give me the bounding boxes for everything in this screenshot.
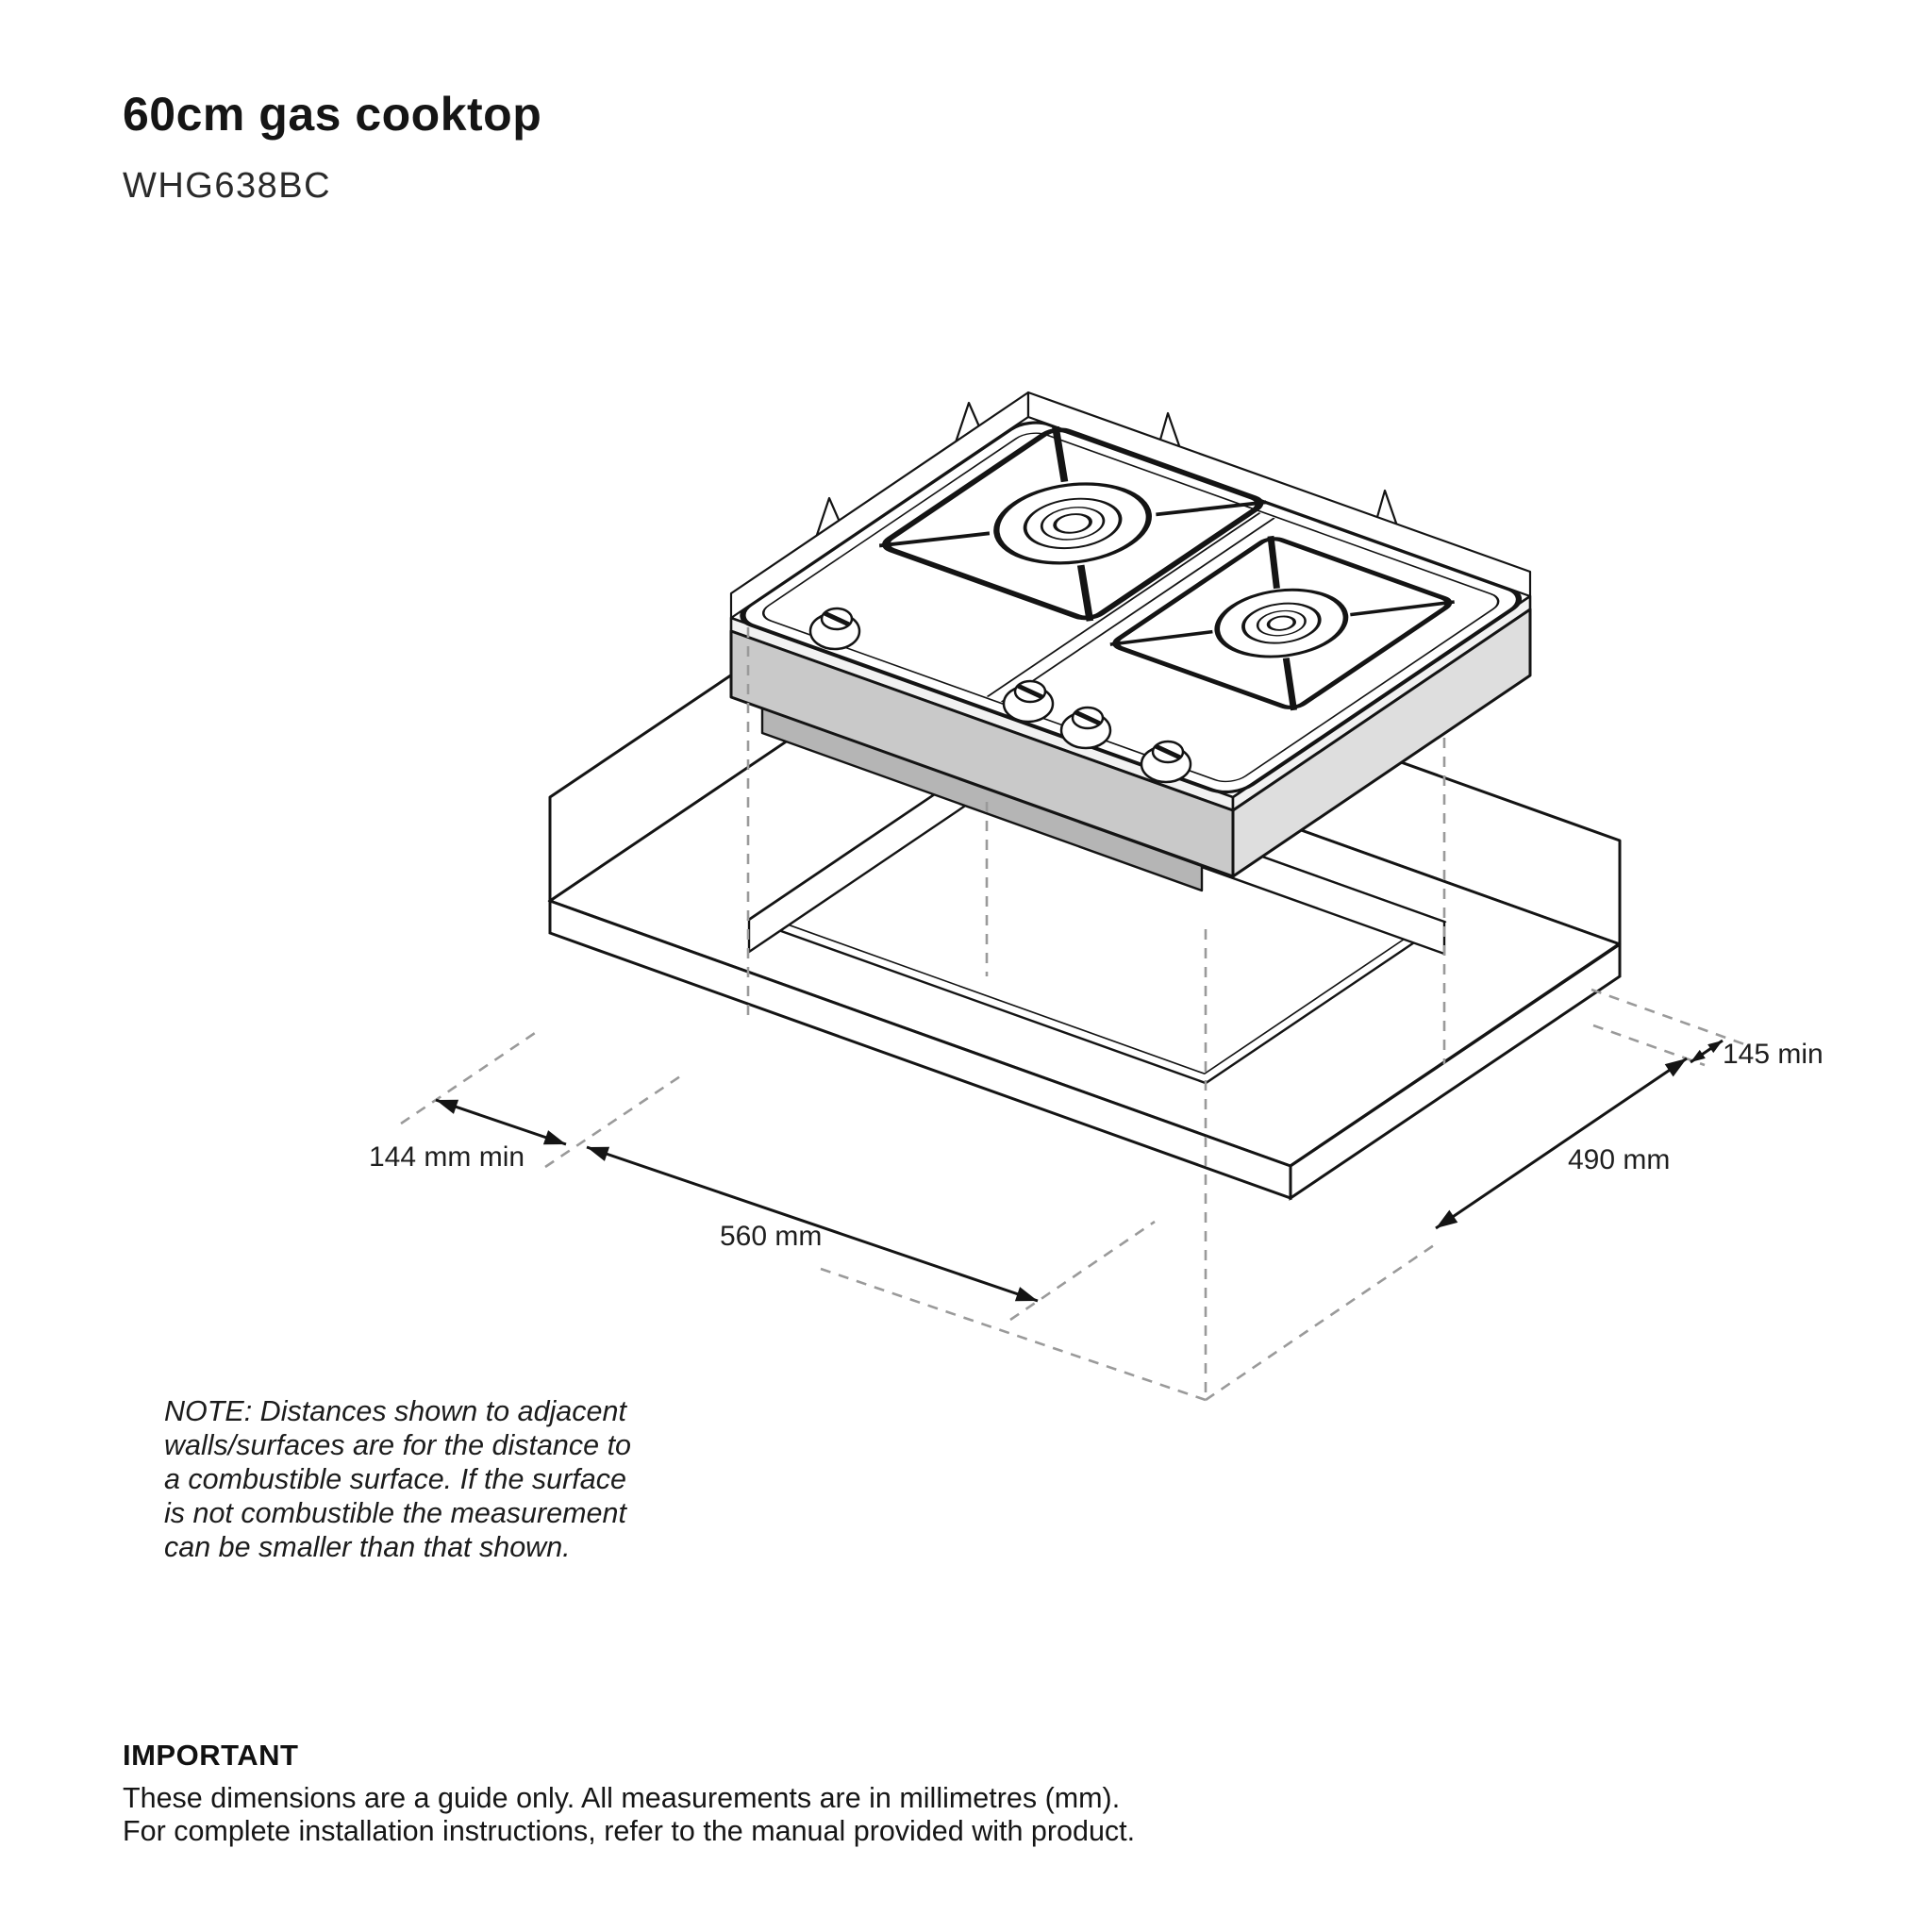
guide-floor-right xyxy=(1205,1243,1435,1402)
guide-cutout-left xyxy=(544,1071,687,1169)
left-trivet xyxy=(881,427,1264,621)
cooktop-top-rim xyxy=(761,432,1500,783)
dimension-arrows xyxy=(435,1039,1724,1303)
knob xyxy=(1059,706,1112,750)
important-body: These dimensions are a guide only. All m… xyxy=(123,1782,1136,1847)
left-burner-cap xyxy=(1053,513,1092,534)
control-knobs xyxy=(808,607,1192,784)
important-heading: IMPORTANT xyxy=(123,1739,299,1772)
arrow-490 xyxy=(1435,1057,1688,1230)
arrow-145 xyxy=(1690,1039,1724,1064)
knob xyxy=(1002,679,1055,724)
cooktop xyxy=(729,391,1532,892)
arrow-560 xyxy=(586,1145,1039,1303)
burner-zone xyxy=(878,425,1455,711)
combustible-surface-note: NOTE: Distances shown to adjacent walls/… xyxy=(164,1395,632,1563)
right-burner-cap xyxy=(1266,615,1297,631)
cooktop-body-right xyxy=(1231,608,1532,878)
dimension-label-cutout-depth: 490 mm xyxy=(1568,1144,1671,1175)
right-trivet xyxy=(1112,537,1453,709)
header: 60cm gas cooktop WHG638BC xyxy=(123,87,541,207)
cooktop-burner-box xyxy=(760,707,1204,892)
guide-bench-left xyxy=(400,1029,539,1125)
benchtop xyxy=(547,677,1622,1201)
guide-cutout-front xyxy=(1009,1220,1156,1322)
knob xyxy=(808,607,861,651)
dimension-label-rear-clearance: 145 min xyxy=(1723,1039,1824,1070)
guide-cutout-rear xyxy=(1592,1024,1706,1067)
arrow-144 xyxy=(435,1098,567,1146)
back-rails xyxy=(729,391,1532,620)
projection-lines xyxy=(400,627,1748,1402)
page-title: 60cm gas cooktop xyxy=(123,88,542,141)
model-number: WHG638BC xyxy=(123,166,332,206)
dimension-label-left-clearance: 144 mm min xyxy=(369,1141,525,1173)
bench-front-left-face xyxy=(548,898,1292,1201)
knob xyxy=(1140,740,1192,784)
guide-bench-rear xyxy=(1591,988,1748,1047)
guide-floor-left xyxy=(820,1267,1207,1402)
dimension-label-cutout-width: 560 mm xyxy=(720,1221,823,1252)
